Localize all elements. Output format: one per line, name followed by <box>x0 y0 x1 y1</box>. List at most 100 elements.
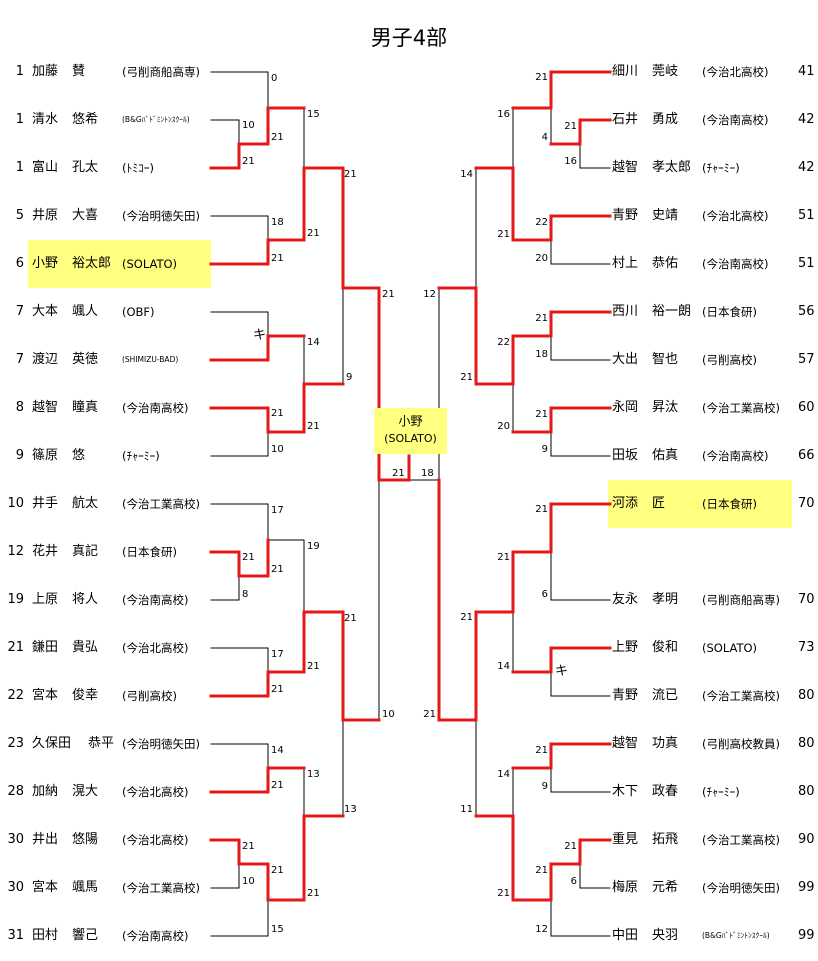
score-label: 9 <box>541 444 548 455</box>
score-label: 21 <box>535 409 548 420</box>
score-label: 14 <box>460 169 473 180</box>
player-team: (OBF) <box>122 305 155 319</box>
score-label: 15 <box>307 109 320 120</box>
player-given-name: 颯馬 <box>72 880 99 895</box>
player-given-name: 政春 <box>652 784 679 799</box>
player-seed: 23 <box>7 736 24 751</box>
player-given-name: 真記 <box>72 544 99 559</box>
player-team: (今治北高校) <box>122 785 189 799</box>
player-team: (今治工業高校) <box>702 833 780 847</box>
score-label: 14 <box>307 337 320 348</box>
player-team: (SOLATO) <box>122 257 178 271</box>
player-team: (SHIMIZU-BAD) <box>122 355 179 364</box>
player-seed: 30 <box>7 832 24 847</box>
player-family-name: 宮本 <box>32 688 59 703</box>
score-label: 4 <box>541 132 548 143</box>
player-seed: 9 <box>15 448 24 463</box>
score-label: 18 <box>271 217 284 228</box>
score-label: 18 <box>421 468 434 479</box>
player-team: (B&Gﾊﾞﾄﾞﾐﾝﾄﾝｽｸｰﾙ) <box>702 931 770 940</box>
player-given-name: 将人 <box>72 592 99 607</box>
highlight-left-champion <box>28 240 211 288</box>
player-team: (SOLATO) <box>702 641 758 655</box>
player-given-name: 孔太 <box>72 160 99 175</box>
score-label: 21 <box>271 780 284 791</box>
player-family-name: 重見 <box>612 832 639 847</box>
score-label: 20 <box>497 421 510 432</box>
player-seed: 30 <box>7 880 24 895</box>
player-family-name: 越智 <box>32 400 59 415</box>
player-family-name: 小野 <box>32 256 59 271</box>
player-seed: 1 <box>15 160 24 175</box>
player-team: (今治工業高校) <box>702 401 780 415</box>
player-family-name: 梅原 <box>612 880 639 895</box>
player-given-name: 匠 <box>652 496 666 511</box>
player-family-name: 久保田 <box>32 736 72 751</box>
player-family-name: 清水 <box>32 112 59 127</box>
player-family-name: 鎌田 <box>32 640 59 655</box>
player-team: (今治明徳矢田) <box>122 209 200 223</box>
player-team: (日本食研) <box>702 497 757 511</box>
score-label: 20 <box>535 253 548 264</box>
player-team: (日本食研) <box>122 545 177 559</box>
player-family-name: 花井 <box>32 544 59 559</box>
player-family-name: 篠原 <box>32 448 59 463</box>
score-label: 21 <box>307 661 320 672</box>
player-family-name: 中田 <box>612 928 639 943</box>
score-label: 21 <box>535 72 548 83</box>
score-label: 17 <box>271 505 284 516</box>
player-given-name: 拓飛 <box>652 832 679 847</box>
player-seed: 66 <box>798 448 815 463</box>
player-family-name: 田村 <box>32 928 59 943</box>
score-label: 21 <box>271 132 284 143</box>
player-given-name: 勇成 <box>652 112 679 127</box>
player-seed: 90 <box>798 832 815 847</box>
score-label: 21 <box>271 408 284 419</box>
player-seed: 42 <box>798 112 815 127</box>
player-family-name: 富山 <box>32 160 59 175</box>
score-label: 21 <box>564 121 577 132</box>
player-seed: 80 <box>798 784 815 799</box>
player-team: (今治南高校) <box>702 113 769 127</box>
player-team: (弓削高校) <box>122 689 177 703</box>
score-label: 21 <box>535 504 548 515</box>
score-label: 9 <box>541 781 548 792</box>
player-team: (ﾁｬｰﾐｰ) <box>702 161 740 175</box>
player-given-name: 智也 <box>652 352 679 367</box>
player-team: (今治南高校) <box>702 449 769 463</box>
score-label: 21 <box>242 552 255 563</box>
player-family-name: 永岡 <box>612 400 639 415</box>
player-family-name: 友永 <box>612 592 639 607</box>
player-given-name: 颯人 <box>72 304 99 319</box>
score-label: 21 <box>271 253 284 264</box>
score-label: 21 <box>307 421 320 432</box>
score-label: 13 <box>307 769 320 780</box>
player-given-name: 央羽 <box>652 928 679 943</box>
player-team: (今治北高校) <box>702 209 769 223</box>
score-label: 22 <box>497 337 510 348</box>
score-label: 19 <box>307 541 320 552</box>
player-family-name: 上原 <box>32 592 59 607</box>
player-team: (弓削高校教員) <box>702 737 780 751</box>
score-label: 21 <box>497 552 510 563</box>
score-label: 10 <box>271 444 284 455</box>
player-family-name: 西川 <box>612 304 639 319</box>
player-family-name: 青野 <box>612 208 639 223</box>
player-team: (今治北高校) <box>122 833 189 847</box>
player-team: (今治明徳矢田) <box>702 881 780 895</box>
player-family-name: 越智 <box>612 736 639 751</box>
score-label: キ <box>252 328 266 343</box>
player-seed: 51 <box>798 256 815 271</box>
player-team: (B&Gﾊﾞﾄﾞﾐﾝﾄﾝｽｸｰﾙ) <box>122 115 190 124</box>
score-label: 10 <box>242 876 255 887</box>
player-family-name: 大本 <box>32 304 59 319</box>
player-given-name: 孝太郎 <box>652 160 692 175</box>
player-team: (今治工業高校) <box>702 689 780 703</box>
player-family-name: 井出 <box>32 832 59 847</box>
player-seed: 21 <box>7 640 24 655</box>
score-label: 21 <box>460 372 473 383</box>
player-family-name: 石井 <box>612 112 639 127</box>
player-given-name: 佑真 <box>652 448 679 463</box>
player-team: (弓削高校) <box>702 353 757 367</box>
player-team: (今治南高校) <box>122 929 189 943</box>
